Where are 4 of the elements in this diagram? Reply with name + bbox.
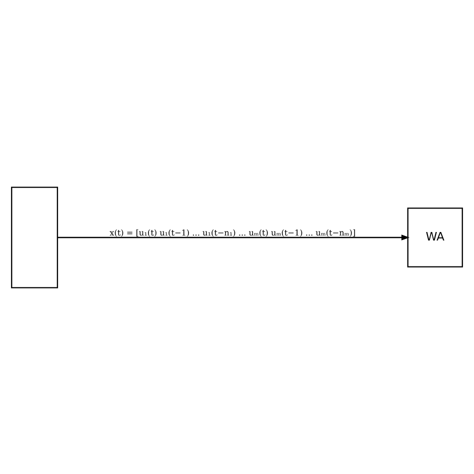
node-box: WA [407,207,463,267]
node-box [11,186,58,288]
edge-label: x(t) = [u₁(t) u₁(t−1) ... u₁(t−n₁) ... uₘ(t) uₘ(t−1) ... uₘ(t−nₘ)] [110,226,356,237]
arrow [58,234,410,240]
